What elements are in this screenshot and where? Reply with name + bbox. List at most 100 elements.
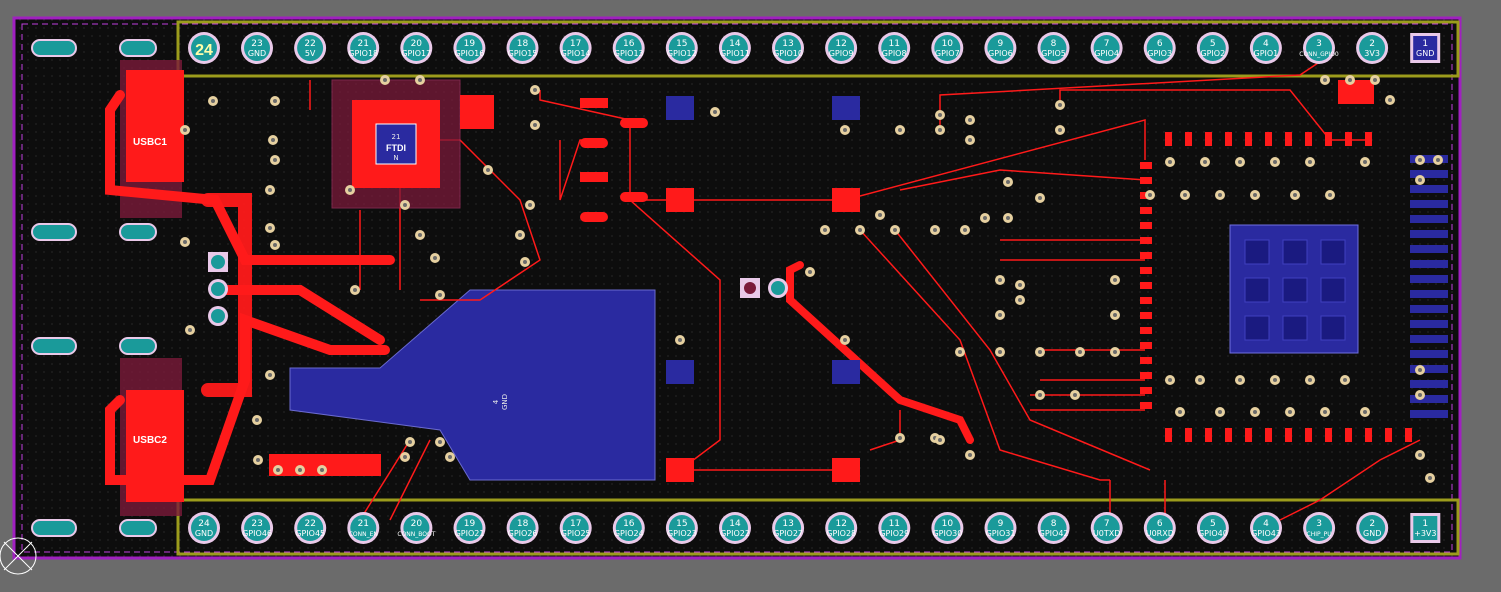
pin-number: 12 xyxy=(835,39,846,49)
pin-number: 4 xyxy=(1263,519,1269,529)
pin-number: 15 xyxy=(676,519,687,529)
via xyxy=(710,107,720,117)
via xyxy=(1035,193,1045,203)
via xyxy=(1270,375,1280,385)
pin-pad-inner xyxy=(1413,516,1438,540)
mount-slots xyxy=(31,39,157,537)
via xyxy=(185,325,195,335)
usbc2-label: USBC2 xyxy=(133,435,167,446)
pin-pad xyxy=(509,515,536,541)
pin-number: 4 xyxy=(1263,39,1269,49)
usbc1-label: USBC1 xyxy=(133,137,167,148)
pin-pad xyxy=(615,35,642,61)
pin-number: 2 xyxy=(1369,39,1375,49)
via xyxy=(1035,347,1045,357)
pin-pad xyxy=(1306,515,1333,541)
via xyxy=(1360,157,1370,167)
pin-label: 3V3 xyxy=(1364,49,1380,58)
pin-pad xyxy=(350,515,377,541)
via xyxy=(265,370,275,380)
board-keepout xyxy=(21,23,1453,553)
pin-label: GPIO42 xyxy=(1039,529,1069,538)
via xyxy=(1055,125,1065,135)
via xyxy=(935,435,945,445)
via xyxy=(435,437,445,447)
pin-number: 16 xyxy=(623,519,635,529)
via xyxy=(180,125,190,135)
via xyxy=(1195,375,1205,385)
pin-pad xyxy=(403,515,430,541)
via xyxy=(895,433,905,443)
via xyxy=(1235,157,1245,167)
pin-number: 5 xyxy=(1210,39,1216,49)
via xyxy=(1340,375,1350,385)
pin-number: 10 xyxy=(942,519,954,529)
pin-label: GPIO31 xyxy=(986,529,1016,538)
origin-marker-icon xyxy=(0,537,37,575)
via xyxy=(317,465,327,475)
pin-pad xyxy=(1146,515,1173,541)
bottom-pin-1[interactable]: 1+3V3 xyxy=(1410,513,1441,543)
pin-pad xyxy=(1040,515,1067,541)
via xyxy=(1285,407,1295,417)
pin-pad xyxy=(403,35,430,61)
pin-pad xyxy=(1146,35,1173,61)
esp-module[interactable] xyxy=(1229,224,1359,354)
via xyxy=(208,96,218,106)
pin-label: GPIO25 xyxy=(561,529,591,538)
via xyxy=(895,125,905,135)
pin-label: GPIO46 xyxy=(242,529,272,538)
via xyxy=(995,347,1005,357)
usbc2-connector[interactable]: USBC2 xyxy=(120,358,184,516)
